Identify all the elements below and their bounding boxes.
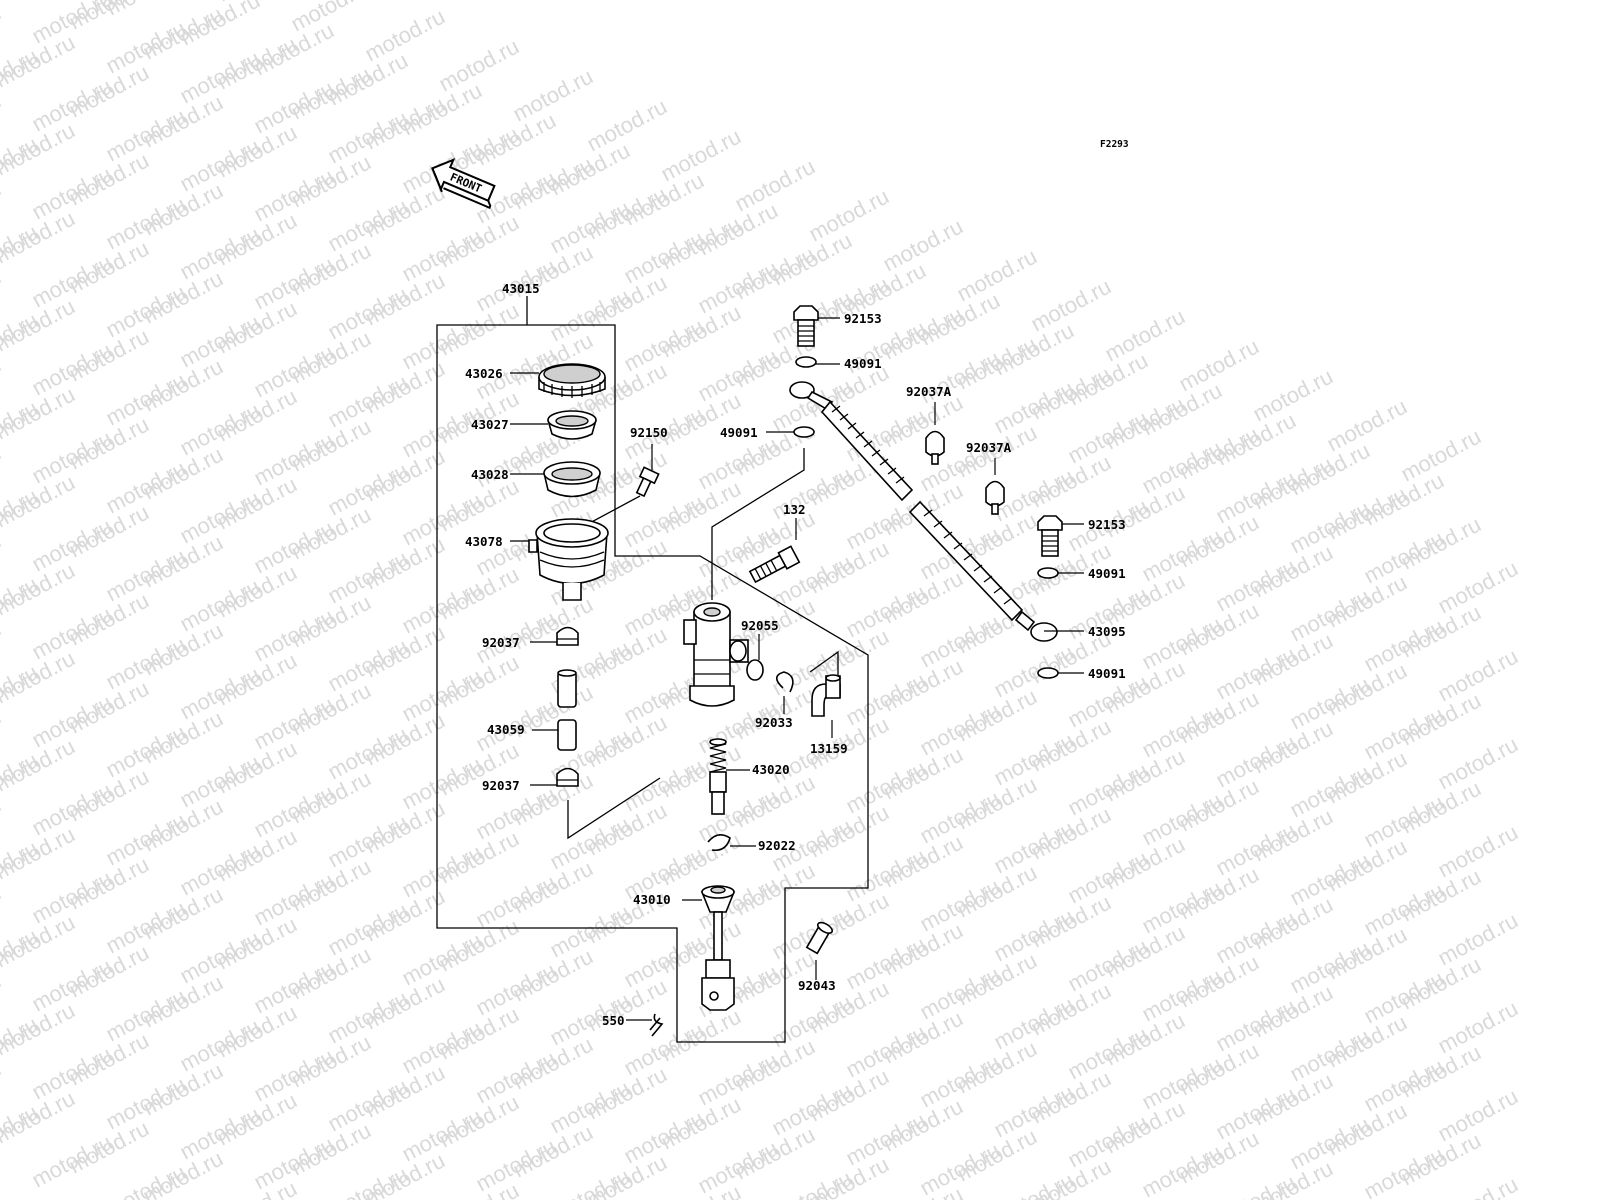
callout-43059: 43059 [487, 722, 525, 737]
washer-part [793, 426, 815, 438]
washer-part [1037, 567, 1059, 579]
callout-92043: 92043 [798, 978, 836, 993]
callout-92033: 92033 [755, 715, 793, 730]
callout-43027: 43027 [471, 417, 509, 432]
callout-49091-mid: 49091 [720, 425, 758, 440]
banjo-bolt-right-part [1037, 515, 1063, 557]
cap-plate-part [547, 410, 597, 440]
cotter-pin-part [649, 1013, 664, 1037]
callout-43078: 43078 [465, 534, 503, 549]
callout-550: 550 [602, 1013, 625, 1028]
watermark-text: motod.ru [0, 0, 79, 4]
callout-49091-bottom: 49091 [1088, 666, 1126, 681]
callout-13159: 13159 [810, 741, 848, 756]
washer-part [795, 356, 817, 368]
circlip-part [775, 671, 794, 693]
master-cylinder-part [683, 602, 749, 707]
watermark-layer: motod.rumotod.rumotod.rumotod.rumotod.ru… [0, 0, 1522, 1200]
callout-92153-right: 92153 [1088, 517, 1126, 532]
hose-clamp-b-part [985, 480, 1005, 515]
callout-92037A-a: 92037A [906, 384, 952, 399]
watermark-text: motod.ru [0, 0, 42, 18]
reservoir-hose-part [557, 669, 577, 751]
callout-43020: 43020 [752, 762, 790, 777]
assembly-outline [436, 324, 869, 1043]
watermark-text: motod.ru [0, 88, 5, 151]
callout-labels: 43015 43026 43027 43028 43078 92037 4305… [465, 281, 1126, 1028]
watermark-text: motod.ru [0, 264, 5, 327]
reservoir-cap-part [538, 363, 606, 398]
clamp-top-part [556, 626, 579, 646]
watermark-text: motod.ru [0, 528, 5, 591]
watermark-text: motod.ru [0, 968, 5, 1031]
callout-92037-bottom: 92037 [482, 778, 520, 793]
callout-43026: 43026 [465, 366, 503, 381]
watermark-text: motod.ru [1434, 1172, 1522, 1200]
callout-92055: 92055 [741, 618, 779, 633]
callout-43015: 43015 [502, 281, 540, 296]
watermark-text: motod.ru [1212, 1170, 1300, 1200]
callout-92150: 92150 [630, 425, 668, 440]
brake-hose-part [789, 381, 1058, 642]
watermark-text: motod.ru [990, 1168, 1078, 1200]
callout-43028: 43028 [471, 467, 509, 482]
diagram-code: F2293 [1100, 139, 1129, 150]
front-arrow-icon: FRONT [431, 157, 496, 210]
o-ring-part [746, 659, 764, 681]
callout-43095: 43095 [1088, 624, 1126, 639]
callout-43010: 43010 [633, 892, 671, 907]
watermark-text: motod.ru [0, 1056, 5, 1119]
callout-92022: 92022 [758, 838, 796, 853]
clevis-pin-part [805, 921, 834, 955]
clamp-bottom-part [556, 767, 579, 787]
watermark-text: motod.ru [0, 0, 5, 62]
watermark-text: motod.ru [0, 176, 5, 239]
banjo-bolt-top-part [793, 305, 819, 347]
watermark-text: motod.ru [0, 704, 5, 767]
hose-joint-line [809, 650, 839, 682]
leader-lines [510, 317, 1084, 1021]
callout-92153-top: 92153 [844, 311, 882, 326]
watermark-text: motod.ru [0, 792, 5, 855]
snap-ring-part [707, 834, 731, 852]
callout-49091-top: 49091 [844, 356, 882, 371]
diaphragm-part [543, 461, 601, 498]
push-rod-part [700, 885, 736, 1011]
washer-part [1037, 667, 1059, 679]
reservoir-part [528, 518, 609, 601]
watermark-text: motod.ru [0, 440, 5, 503]
piston-spring-part [709, 738, 727, 815]
watermark-text: motod.ru [0, 880, 5, 943]
bleeder-bolt-part [748, 545, 801, 584]
callout-132: 132 [783, 502, 806, 517]
elbow-fitting-part [811, 674, 841, 717]
mounting-bolt-part [635, 466, 660, 498]
hose-clamp-a-part [925, 430, 945, 465]
callout-92037A-b: 92037A [966, 440, 1012, 455]
banjo-axis-line [711, 448, 805, 600]
callout-92037-top: 92037 [482, 635, 520, 650]
watermark-text: motod.ru [0, 352, 5, 415]
watermark-text: motod.ru [0, 616, 5, 679]
callout-49091-right: 49091 [1088, 566, 1126, 581]
spring-line [567, 777, 661, 840]
